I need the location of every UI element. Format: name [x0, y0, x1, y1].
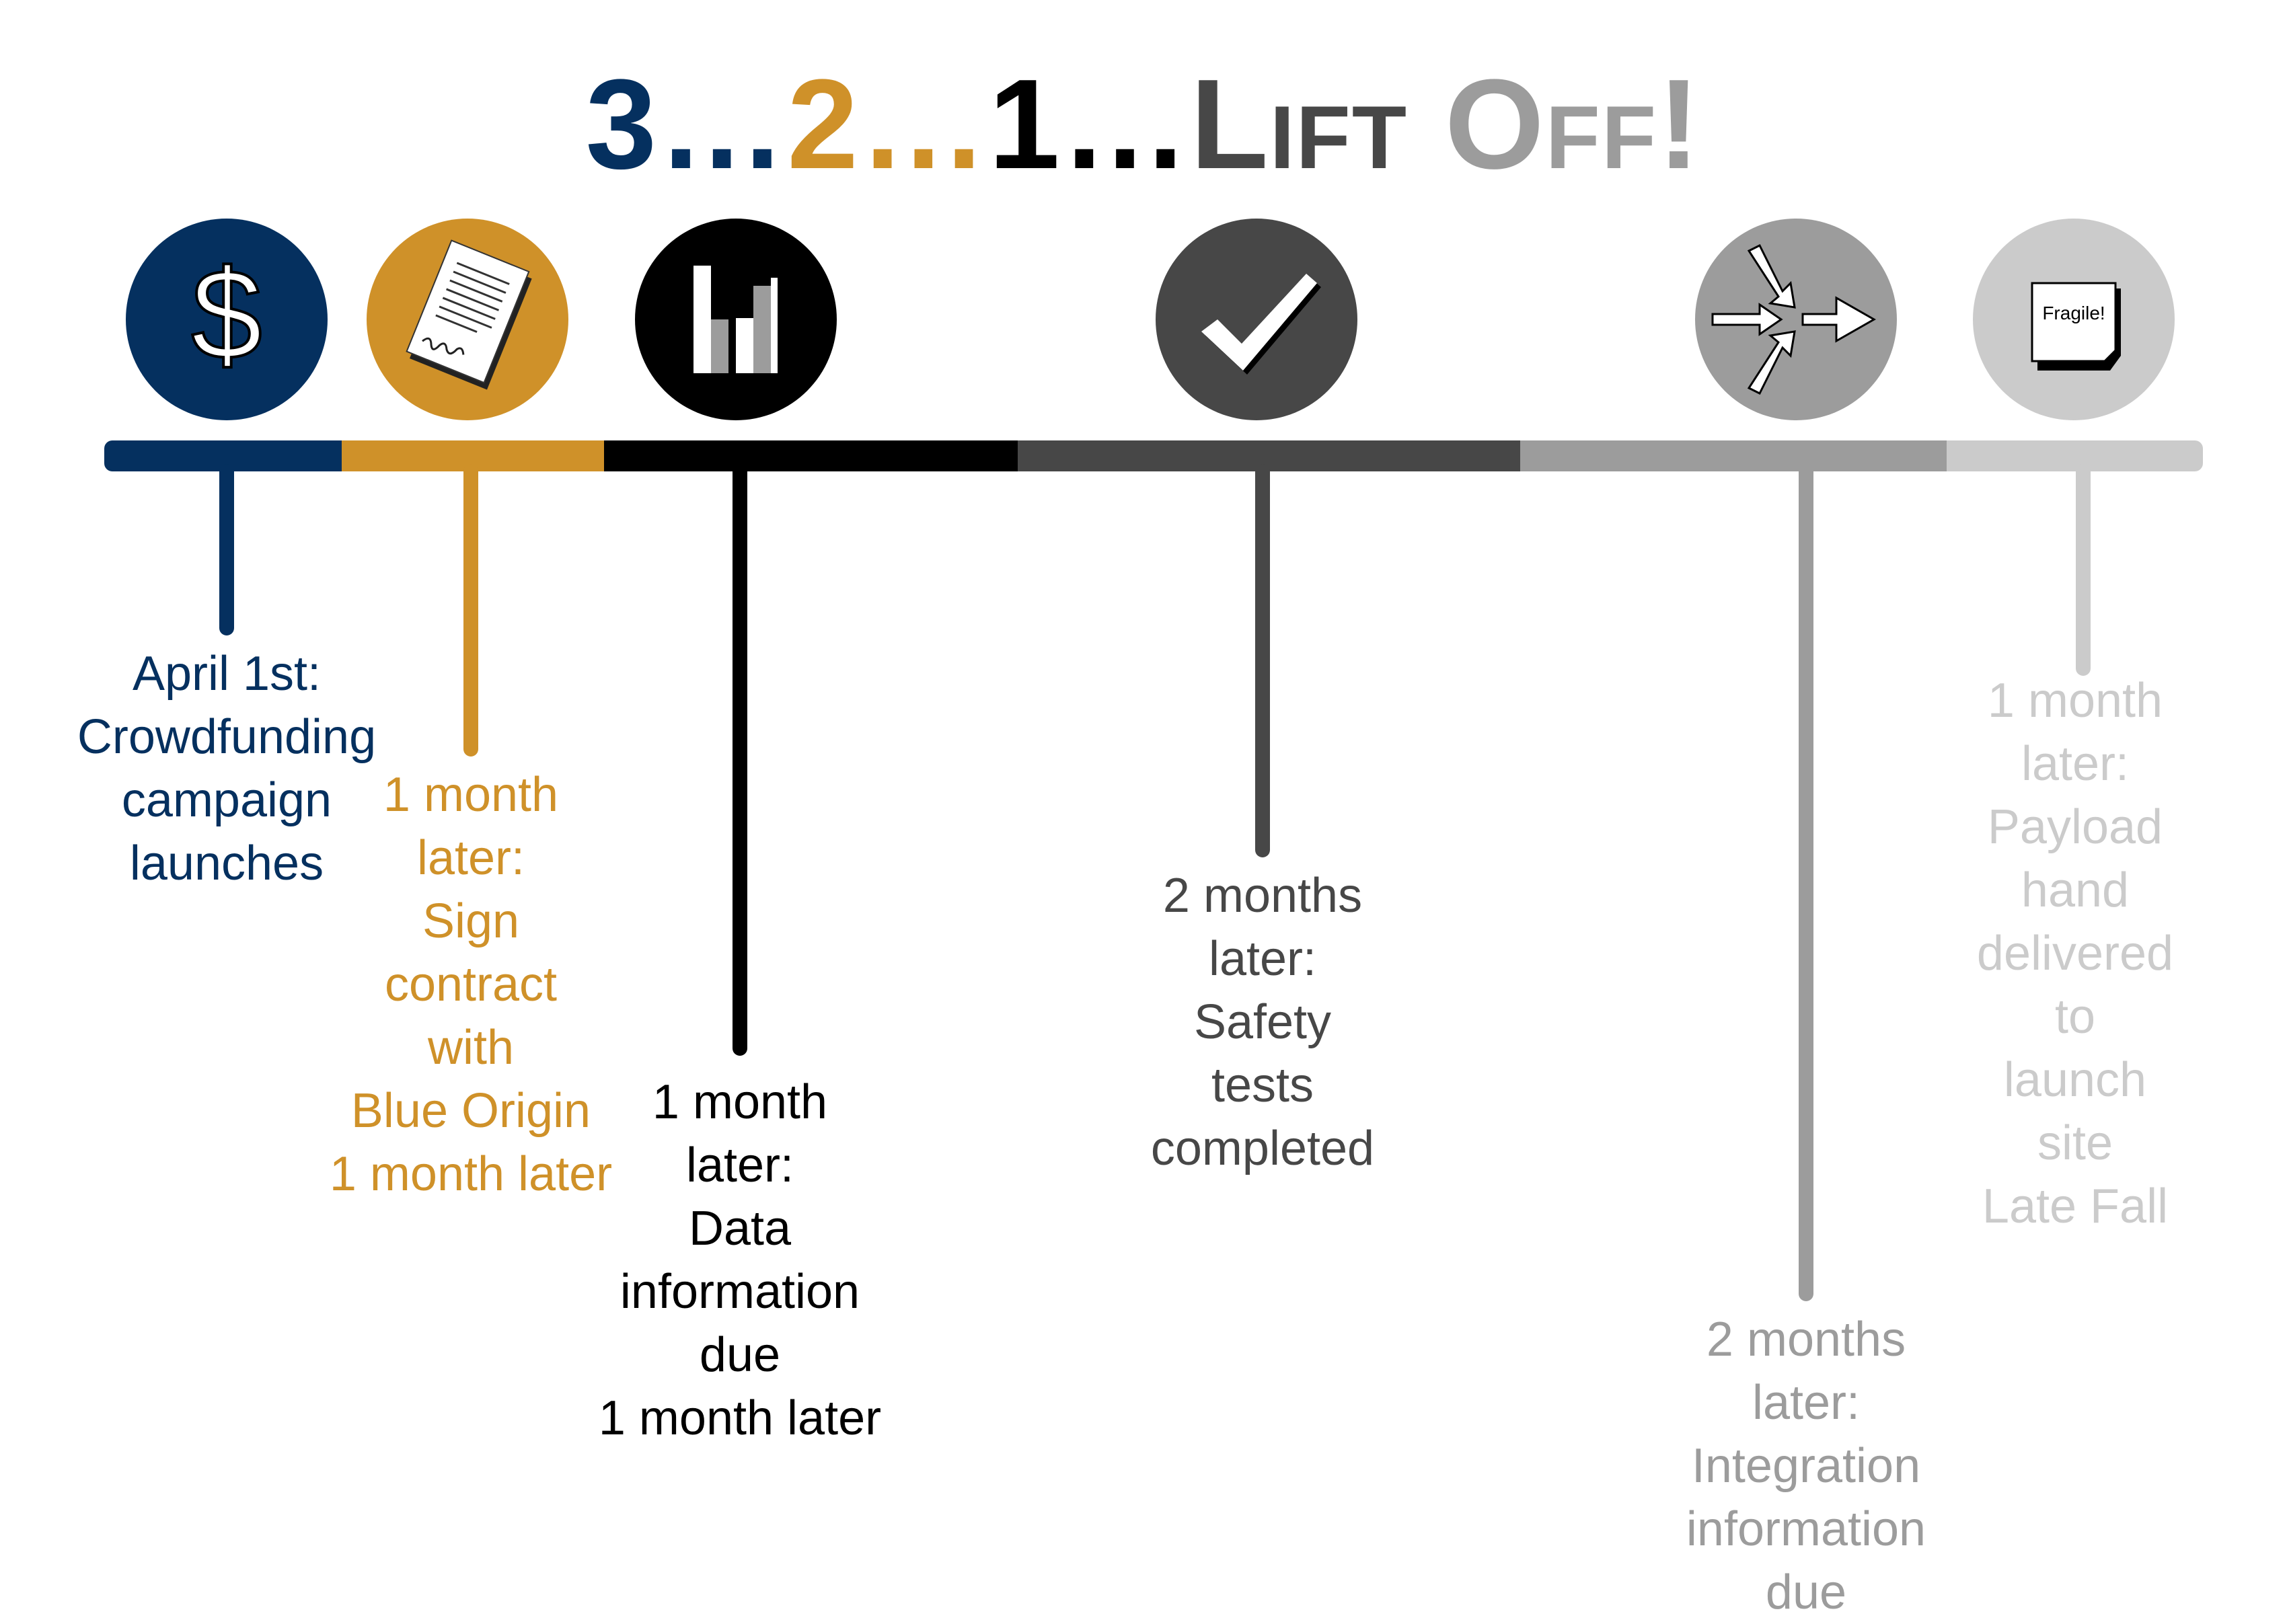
milestone-5-line: later:: [1752, 1376, 1861, 1430]
milestone-6-line: to: [2054, 990, 2096, 1044]
title-3: 3…: [585, 53, 788, 196]
bar-chart-icon: [635, 219, 837, 420]
milestone-4-line: tests: [1211, 1058, 1314, 1112]
merge-arrows-icon: [1695, 219, 1897, 420]
milestone-2-line: Blue Origin: [350, 1084, 591, 1138]
milestone-4-line: 2 months: [1162, 869, 1363, 923]
timeline-stem-2: [463, 464, 478, 757]
milestone-2-line: 1 month later: [329, 1147, 613, 1201]
milestone-5-line: 2 months: [1706, 1313, 1906, 1366]
page-title: 3…2…1…Lift Off!: [0, 47, 2287, 202]
milestone-label-2: 1 month later: Sign contract with Blue O…: [303, 763, 639, 1206]
milestone-2-line: Sign: [422, 894, 520, 948]
milestone-label-6: 1 month later: Payload hand delivered to…: [1914, 669, 2237, 1238]
timeline-stem-4: [1255, 464, 1270, 857]
milestone-2-line: 1 month: [383, 768, 559, 822]
milestone-6-line: Payload: [1987, 800, 2163, 854]
title-lift: Lift: [1190, 53, 1409, 196]
title-2: 2…: [787, 53, 989, 196]
milestone-4-line: later:: [1208, 932, 1317, 986]
signed-contract-icon: [367, 219, 568, 420]
milestone-5-line: due: [1765, 1565, 1847, 1619]
milestone-3-line: due: [699, 1328, 781, 1382]
milestone-2-line: with: [427, 1021, 515, 1075]
milestone-3-line: 1 month: [652, 1075, 828, 1129]
timeline-segment-6: [1947, 440, 2203, 471]
milestone-1-line: Crowdfunding: [77, 710, 377, 764]
svg-text:$: $: [191, 243, 262, 386]
milestone-label-3: 1 month later: Data information due 1 mo…: [572, 1071, 908, 1450]
milestone-4-line: Safety: [1193, 995, 1332, 1049]
timeline-segment-4: [1018, 440, 1522, 471]
milestone-3-line: Data: [688, 1202, 792, 1255]
milestone-3-line: later:: [685, 1138, 794, 1192]
milestone-label-4: 2 months later: Safety tests completed: [1094, 864, 1431, 1180]
milestone-1-line: April 1st:: [132, 647, 322, 701]
milestone-4-line: completed: [1150, 1122, 1375, 1175]
checkmark-icon: [1156, 219, 1357, 420]
fragile-label: Fragile!: [2042, 303, 2105, 323]
timeline-stem-6: [2076, 464, 2091, 676]
dollar-sign-icon: $: [126, 219, 328, 420]
milestone-5-line: Integration: [1691, 1439, 1921, 1493]
milestone-5-line: information: [1686, 1502, 1926, 1556]
milestone-3-line: 1 month later: [598, 1391, 882, 1445]
milestone-6-line: hand: [2021, 863, 2130, 917]
milestone-1-line: campaign: [121, 773, 332, 827]
milestone-6-line: delivered: [1976, 927, 2174, 980]
milestone-3-line: information: [620, 1265, 860, 1319]
milestone-6-line: Late Fall: [1982, 1180, 2169, 1233]
milestone-6-line: launch: [2003, 1053, 2147, 1107]
milestone-label-1: April 1st: Crowdfunding campaign launche…: [59, 642, 395, 895]
timeline-stem-5: [1799, 464, 1813, 1301]
timeline-stem-3: [733, 464, 747, 1056]
milestone-1-line: launches: [129, 837, 324, 890]
milestone-2-line: later:: [416, 831, 525, 885]
title-off: Off!: [1444, 53, 1702, 196]
milestone-6-line: site: [2037, 1116, 2113, 1170]
milestone-2-line: contract: [384, 958, 558, 1011]
milestone-6-line: later:: [2021, 737, 2130, 791]
milestone-label-5: 2 months later: Integration information …: [1638, 1308, 1974, 1624]
timeline-segment-3: [604, 440, 1019, 471]
timeline-segment-5: [1520, 440, 1948, 471]
timeline-stem-1: [219, 464, 234, 635]
milestone-6-line: 1 month: [1987, 674, 2163, 728]
fragile-box-icon: Fragile!: [1973, 219, 2175, 420]
title-1: 1…: [988, 53, 1191, 196]
